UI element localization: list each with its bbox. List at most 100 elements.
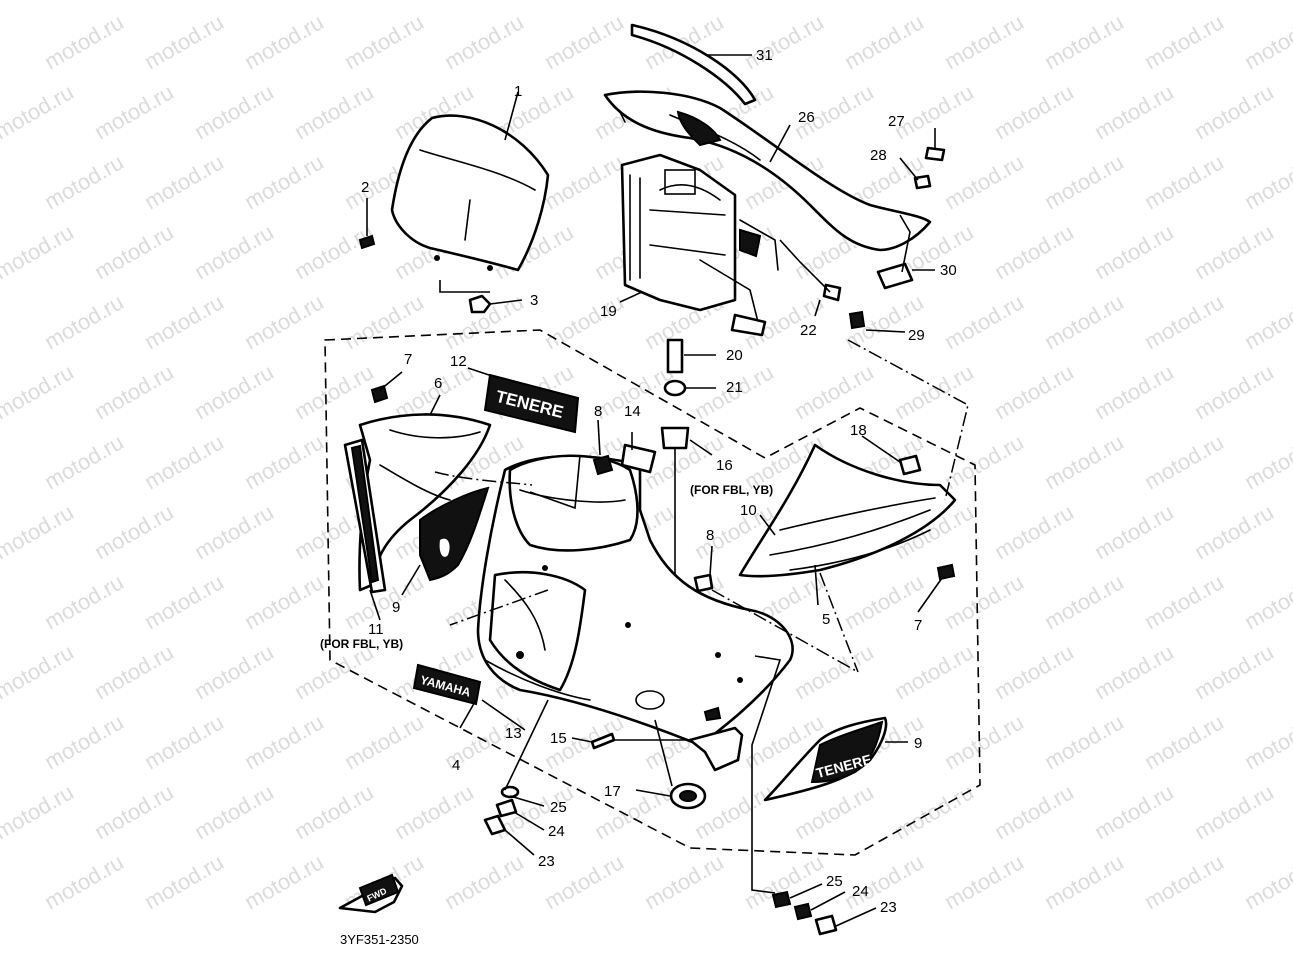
watermark-text: motod.ru	[1090, 359, 1178, 424]
damper-30	[876, 262, 914, 290]
callout-22: 22	[800, 322, 817, 339]
top-trim-strip	[630, 23, 757, 106]
watermark-text: motod.ru	[1190, 219, 1278, 284]
watermark-text: motod.ru	[1140, 9, 1228, 74]
watermark-text: motod.ru	[540, 9, 628, 74]
callout-23-right: 23	[880, 899, 897, 916]
watermark-text: motod.ru	[140, 9, 228, 74]
watermark-text: motod.ru	[940, 149, 1028, 214]
watermark-text: motod.ru	[0, 219, 78, 284]
side-emblem: TENERE	[483, 373, 580, 434]
callout-29: 29	[908, 327, 925, 344]
watermark-text: motod.ru	[440, 9, 528, 74]
watermark-text: motod.ru	[790, 359, 878, 424]
watermark-text: motod.ru	[1240, 149, 1293, 214]
callout-3: 3	[530, 292, 538, 309]
watermark-text: motod.ru	[940, 429, 1028, 494]
left-decal	[419, 486, 490, 582]
callout-9-right: 9	[914, 735, 922, 752]
watermark-text: motod.ru	[1190, 79, 1278, 144]
watermark-text: motod.ru	[290, 359, 378, 424]
watermark-text: motod.ru	[1090, 79, 1178, 144]
callout-17: 17	[604, 783, 621, 800]
watermark-text: motod.ru	[40, 429, 128, 494]
watermark-text: motod.ru	[540, 149, 628, 214]
watermark-text: motod.ru	[1040, 709, 1128, 774]
watermark-text: motod.ru	[890, 359, 978, 424]
callout-19: 19	[600, 303, 617, 320]
watermark-text: motod.ru	[990, 639, 1078, 704]
reference-lines	[434, 339, 969, 673]
callouts: 1 2 3 31 26 27 28 30 29 22 19 20 21 16 (…	[320, 47, 957, 947]
watermark-text: motod.ru	[890, 79, 978, 144]
right-lower-panel	[789, 529, 931, 571]
callout-25-left: 25	[550, 799, 567, 816]
callout-16: 16	[716, 457, 733, 474]
watermark-text: motod.ru	[790, 639, 878, 704]
upper-cowl	[603, 90, 932, 252]
watermark-text: motod.ru	[40, 149, 128, 214]
callout-26: 26	[798, 109, 815, 126]
callout-24-left: 24	[548, 823, 565, 840]
callout-8-upper: 8	[594, 403, 602, 420]
watermark-text: motod.ru	[340, 289, 428, 354]
callout-8-lower: 8	[706, 527, 714, 544]
watermark-text: motod.ru	[1240, 429, 1293, 494]
watermark-text: motod.ru	[140, 289, 228, 354]
watermark-text: motod.ru	[890, 639, 978, 704]
watermark-text: motod.ru	[140, 569, 228, 634]
watermark-text: motod.ru	[1140, 709, 1228, 774]
watermark-text: motod.ru	[0, 499, 78, 564]
watermark-text: motod.ru	[90, 499, 178, 564]
watermark-text: motod.ru	[190, 219, 278, 284]
watermark-text: motod.ru	[1240, 289, 1293, 354]
watermark-text: motod.ru	[1040, 149, 1128, 214]
watermark-text: motod.ru	[190, 779, 278, 844]
front-emblem: YAMAHA	[412, 663, 482, 706]
windscreen-nut	[439, 280, 523, 314]
watermark-text: motod.ru	[240, 849, 328, 914]
watermark-text: motod.ru	[1040, 569, 1128, 634]
watermark-text: motod.ru	[1140, 429, 1228, 494]
collar-28	[913, 174, 932, 190]
callout-24-right: 24	[852, 883, 869, 900]
watermark-text: motod.ru	[1090, 779, 1178, 844]
headlight-stay	[620, 153, 779, 337]
watermark-text: motod.ru	[90, 639, 178, 704]
watermark-text: motod.ru	[140, 849, 228, 914]
watermark-text: motod.ru	[1040, 289, 1128, 354]
watermark-text: motod.ru	[190, 639, 278, 704]
fastener-stack-right	[771, 890, 838, 936]
forward-arrow: FWD	[338, 873, 404, 914]
watermark-text: motod.ru	[640, 849, 728, 914]
windscreen	[390, 114, 550, 272]
watermark-text: motod.ru	[1090, 499, 1178, 564]
watermark-text: motod.ru	[240, 149, 328, 214]
callout-13: 13	[505, 725, 522, 742]
watermark-text: motod.ru	[940, 569, 1028, 634]
callout-10: 10	[740, 502, 757, 519]
watermark-text: motod.ru	[290, 219, 378, 284]
callout-27: 27	[888, 113, 905, 130]
watermark-text: motod.ru	[0, 779, 78, 844]
watermark-text: motod.ru	[40, 849, 128, 914]
watermark-text: motod.ru	[1090, 219, 1178, 284]
callout-21: 21	[726, 379, 743, 396]
watermark-text: motod.ru	[290, 779, 378, 844]
watermark-text: motod.ru	[1140, 149, 1228, 214]
diagram-code: 3YF351-2350	[340, 932, 419, 947]
seal-strip	[620, 443, 657, 474]
leader-lines	[369, 54, 943, 927]
watermark-text: motod.ru	[990, 779, 1078, 844]
watermark-text: motod.ru	[90, 219, 178, 284]
watermark-text: motod.ru	[440, 849, 528, 914]
callout-28: 28	[870, 147, 887, 164]
watermark-text: motod.ru	[990, 219, 1078, 284]
watermark-text: motod.ru	[1240, 569, 1293, 634]
watermark-text: motod.ru	[740, 9, 828, 74]
watermark-text: motod.ru	[940, 849, 1028, 914]
watermark-text: motod.ru	[240, 569, 328, 634]
callout-11: 11	[368, 621, 384, 638]
watermark-text: motod.ru	[40, 569, 128, 634]
